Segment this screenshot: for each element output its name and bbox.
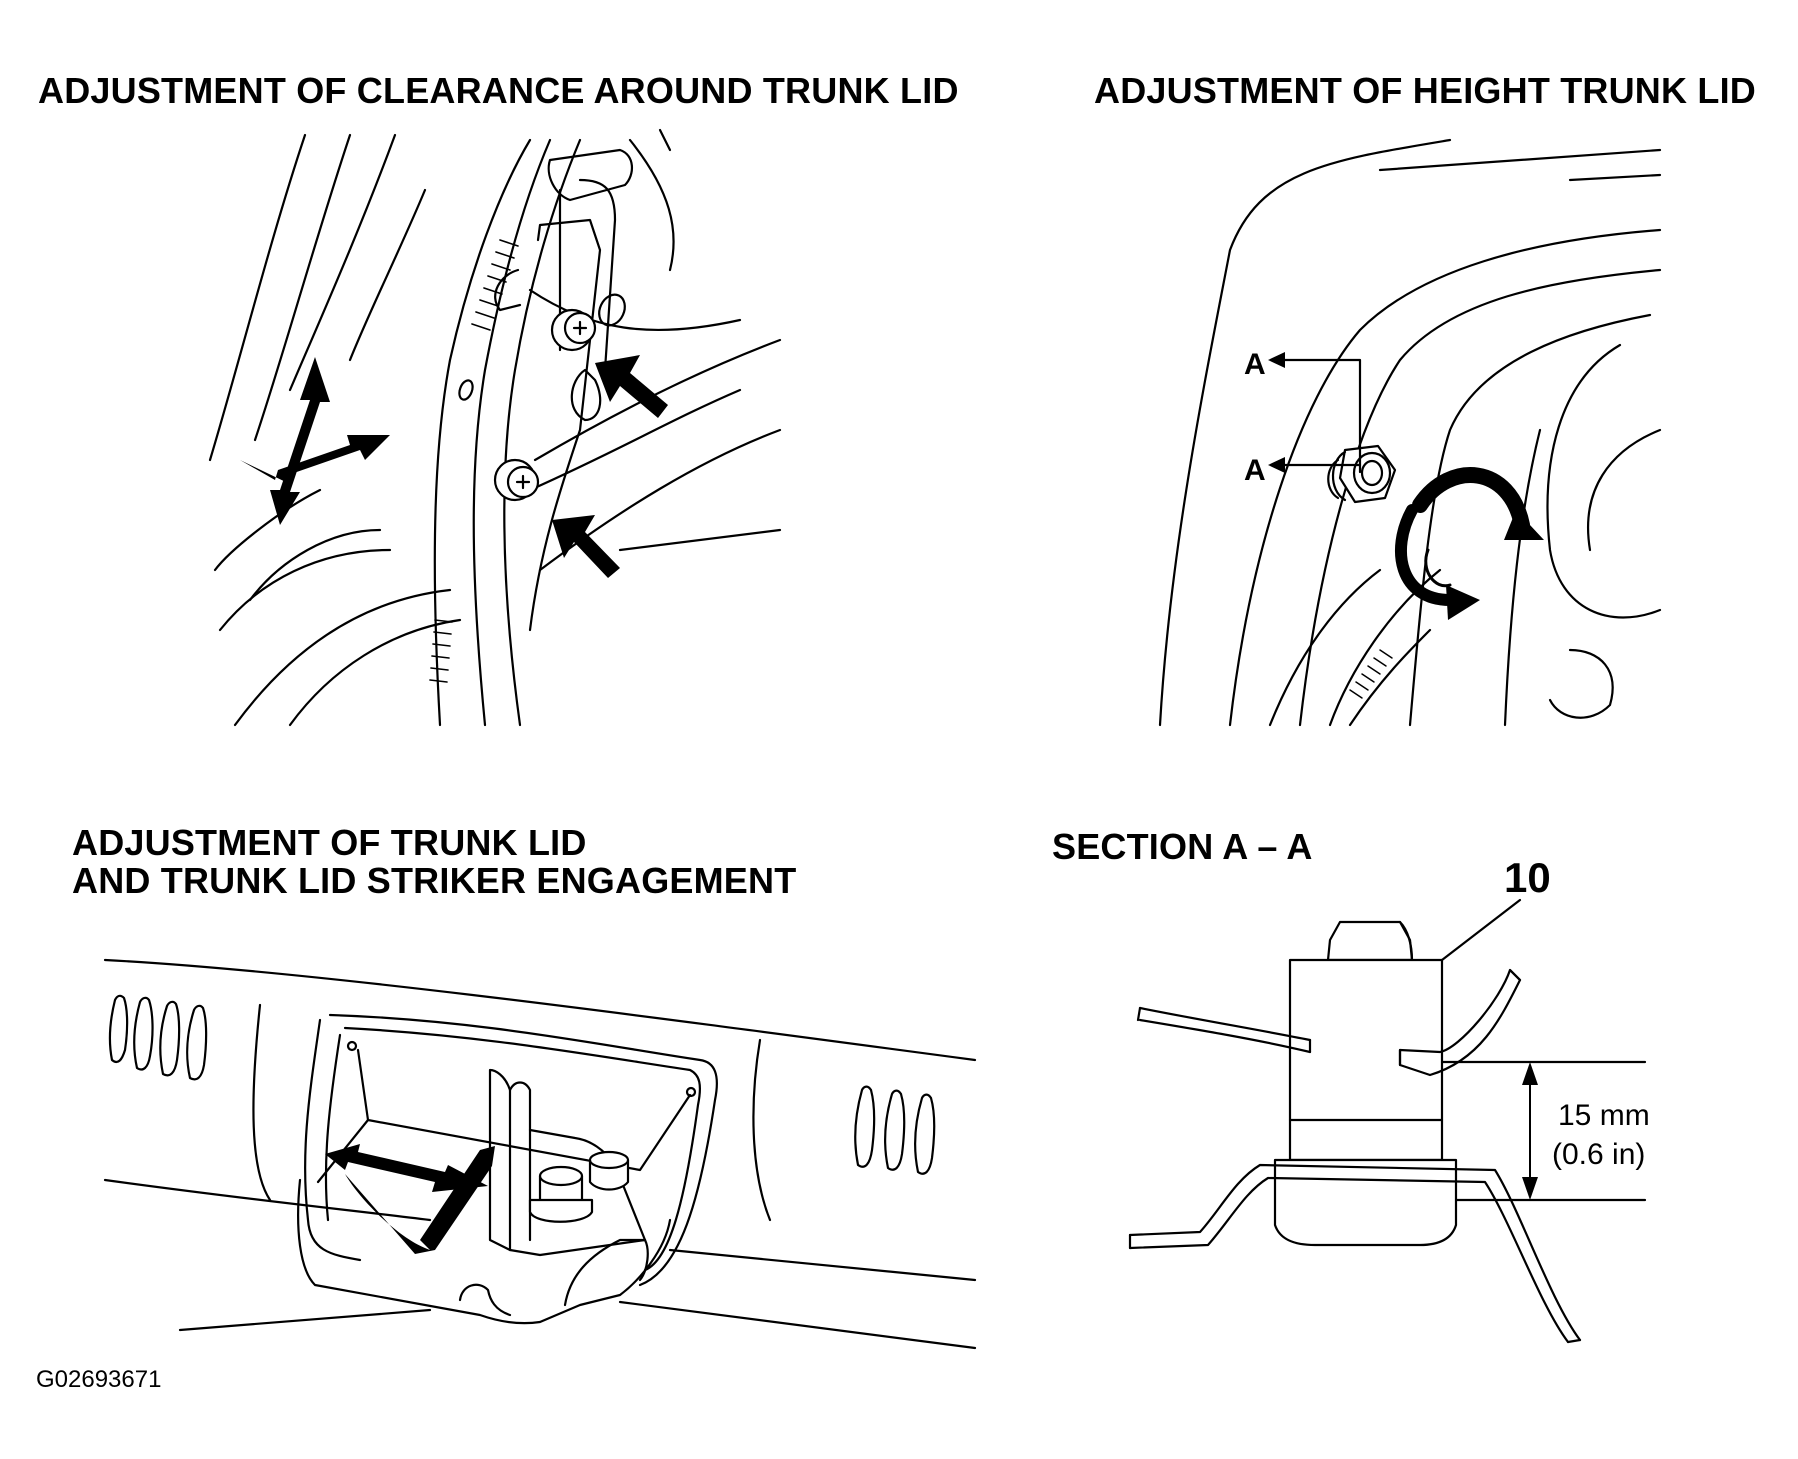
push-arrow-icon: [552, 515, 620, 578]
dimension-mm: 15 mm: [1558, 1099, 1650, 1132]
striker-title: ADJUSTMENT OF TRUNK LID AND TRUNK LID ST…: [72, 824, 796, 900]
striker-title-line1: ADJUSTMENT OF TRUNK LID: [72, 822, 587, 863]
clearance-illustration: [208, 128, 782, 727]
striker-title-line2: AND TRUNK LID STRIKER ENGAGEMENT: [72, 860, 797, 901]
bolt-icon: [528, 1165, 594, 1223]
section-title: SECTION A – A: [1052, 826, 1313, 867]
dimension-in: (0.6 in): [1552, 1138, 1645, 1171]
bolt-icon: [493, 458, 540, 502]
figure-code: G02693671: [36, 1366, 162, 1393]
section-mark-lower: A: [1244, 454, 1266, 487]
height-title: ADJUSTMENT OF HEIGHT TRUNK LID: [1094, 70, 1756, 111]
height-illustration: A A: [1158, 138, 1662, 727]
rotate-arrow-icon: [1395, 467, 1544, 620]
section-mark-upper: A: [1244, 348, 1266, 381]
move-arrows-icon: [240, 357, 390, 525]
move-arrows-icon: [325, 1144, 495, 1254]
bolt-icon: [588, 1150, 630, 1191]
push-arrow-icon: [595, 355, 668, 418]
bolt-icon: [1327, 444, 1397, 504]
callout-number: 10: [1504, 854, 1551, 901]
striker-illustration: [103, 958, 977, 1350]
clearance-title: ADJUSTMENT OF CLEARANCE AROUND TRUNK LID: [38, 70, 959, 111]
section-illustration: 10 15 mm (0.6 in): [1128, 854, 1650, 1344]
bolt-icon: [550, 308, 597, 352]
